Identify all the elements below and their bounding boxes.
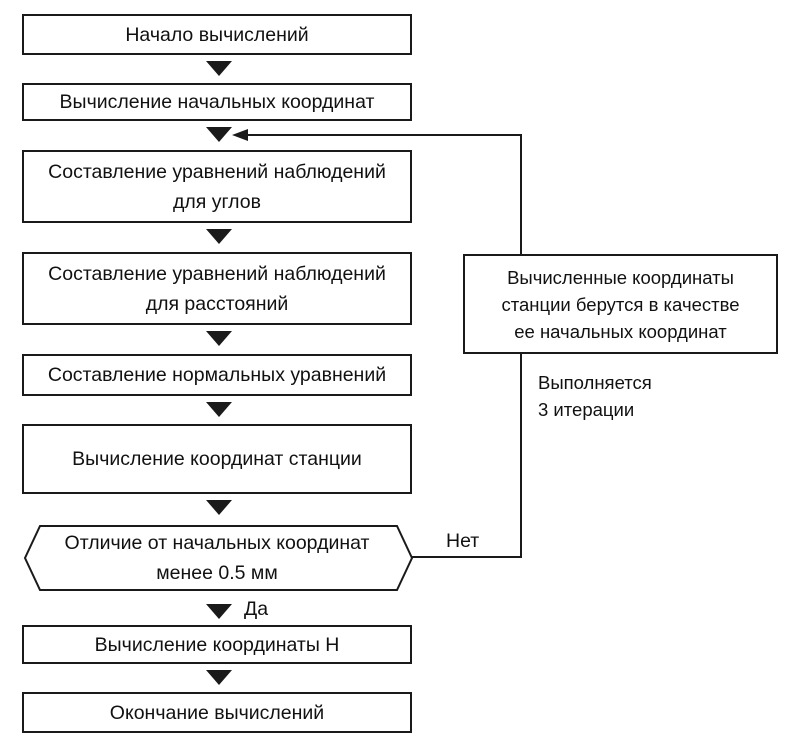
arrow-down-6 [206, 500, 232, 515]
arrow-down-5 [206, 402, 232, 417]
end-label: Окончание вычислений [109, 701, 325, 724]
obs-angles-label: Составление уравнений наблюдений для угл… [48, 160, 386, 213]
decision-label: Отличие от начальных координат менее 0.5… [64, 532, 370, 584]
label-yes: Да [244, 598, 269, 620]
iterations-note: Выполняется 3 итерации [538, 372, 652, 420]
label-no: Нет [446, 530, 480, 552]
end-box: Окончание вычислений [22, 692, 412, 733]
normal-eq-label: Составление нормальных уравнений [47, 364, 387, 386]
obs-angles-box: Составление уравнений наблюдений для угл… [22, 150, 412, 223]
arrow-down-yes [206, 604, 232, 619]
compute-station-box: Вычисление координат станции [22, 424, 412, 494]
compute-station-label: Вычисление координат станции [72, 448, 362, 470]
arrow-down-2 [206, 127, 232, 142]
obs-distances-box: Составление уравнений наблюдений для рас… [22, 252, 412, 325]
arrow-down-4 [206, 331, 232, 346]
compute-initial-box: Вычисление начальных координат [22, 83, 412, 121]
normal-eq-box: Составление нормальных уравнений [22, 354, 412, 396]
arrow-down-1 [206, 61, 232, 76]
compute-h-label: Вычисление координаты Н [94, 633, 340, 656]
decision-hexagon [23, 525, 414, 591]
compute-h-box: Вычисление координаты Н [22, 625, 412, 664]
side-note-box: Вычисленные координаты станции берутся в… [463, 254, 778, 354]
compute-initial-label: Вычисление начальных координат [59, 91, 375, 113]
start-label: Начало вычислений [125, 23, 309, 46]
side-note-label: Вычисленные координаты станции берутся в… [501, 266, 740, 342]
arrow-down-3 [206, 229, 232, 244]
arrow-down-8 [206, 670, 232, 685]
start-box: Начало вычислений [22, 14, 412, 55]
loop-back-arrowhead [232, 129, 248, 141]
obs-distances-label: Составление уравнений наблюдений для рас… [48, 262, 386, 315]
